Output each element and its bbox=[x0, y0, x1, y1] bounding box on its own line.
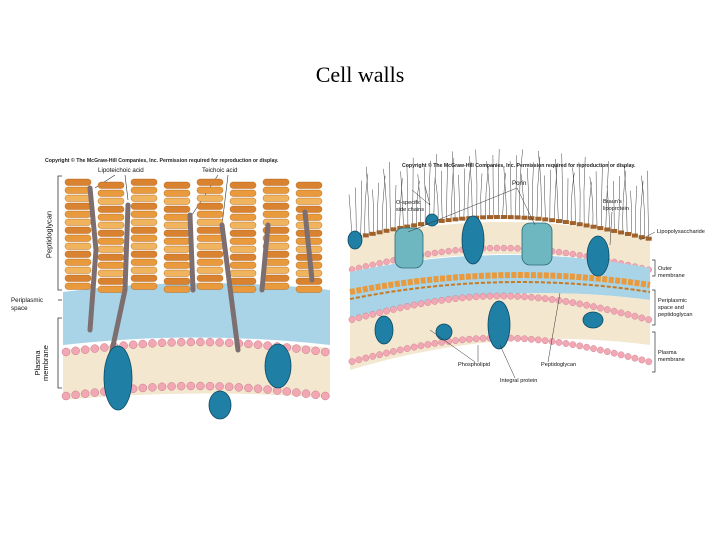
outer-membrane-line2: membrane bbox=[658, 273, 685, 279]
brauns-label-line2: lipoprotein bbox=[603, 206, 629, 212]
right-peptidoglycan-layer bbox=[349, 272, 651, 295]
brauns-lipoprotein-label: Braun's lipoprotein bbox=[603, 199, 629, 213]
lipopolysaccharide-label: Lipopolysaccharide bbox=[657, 229, 705, 235]
right-integral-proteins bbox=[347, 213, 610, 350]
slide-title: Cell walls bbox=[315, 62, 405, 87]
brauns-label-line1: Braun's bbox=[603, 199, 622, 205]
periplasmic-label-line1: Periplasmic bbox=[11, 297, 43, 304]
left-brackets bbox=[57, 175, 62, 389]
peptidoglycan-label: Peptidoglycan bbox=[541, 362, 577, 368]
periplasmic-label-line2: space bbox=[11, 305, 28, 312]
porin-proteins bbox=[394, 222, 553, 269]
periplasmic-line1: Periplasmic bbox=[658, 298, 687, 304]
right-copyright: Copyright © The McGraw-Hill Companies, I… bbox=[402, 163, 636, 169]
plasma-membrane-label: Plasma membrane bbox=[658, 350, 685, 364]
porin-label: Porin bbox=[512, 180, 527, 187]
left-periplasm bbox=[63, 282, 330, 345]
phospholipid-label: Phospholipid bbox=[458, 362, 491, 368]
right-brackets bbox=[652, 259, 656, 373]
outer-membrane-line1: Outer bbox=[658, 266, 672, 272]
plasma-membrane-line1: Plasma bbox=[658, 350, 677, 356]
integral-protein-label: Integral protein bbox=[500, 378, 538, 384]
o-specific-label: O-specific side chains bbox=[396, 200, 424, 214]
right-leader-lines bbox=[407, 185, 656, 379]
outer-membrane-label: Outer membrane bbox=[658, 266, 685, 280]
periplasmic-space-label: Periplasmic space and peptidoglycan bbox=[658, 298, 693, 319]
o-specific-side-chains bbox=[348, 148, 649, 240]
teichoic-acid-rods bbox=[87, 185, 315, 363]
plasma-membrane-line2: membrane bbox=[658, 357, 685, 363]
plasma-membrane-bracket bbox=[57, 317, 62, 389]
outer-membrane-body bbox=[350, 221, 650, 272]
o-specific-label-line1: O-specific bbox=[396, 200, 421, 206]
peptidoglycan-bracket bbox=[57, 175, 62, 291]
teichoic-acid-label: Teichoic acid bbox=[202, 167, 238, 174]
periplasmic-line2: space and bbox=[658, 305, 684, 311]
lipoteichoic-acid-label: Lipoteichoic acid bbox=[98, 167, 144, 174]
left-peptidoglycan-layer bbox=[64, 178, 323, 293]
left-integral-proteins bbox=[103, 343, 292, 420]
o-specific-label-line2: side chains bbox=[396, 207, 424, 213]
periplasmic-line3: peptidoglycan bbox=[658, 312, 693, 318]
left-copyright: Copyright © The McGraw-Hill Companies, I… bbox=[45, 158, 279, 164]
